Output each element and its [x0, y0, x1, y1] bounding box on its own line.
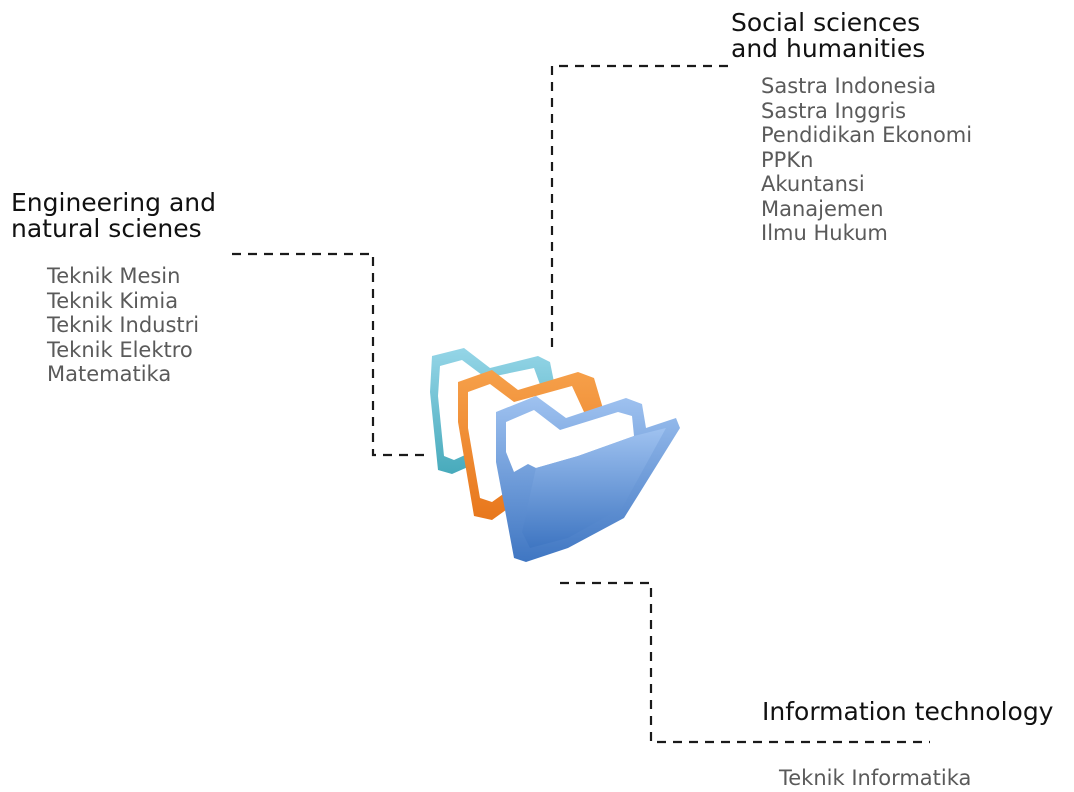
- engineering-heading: Engineering and natural scienes: [11, 190, 216, 242]
- engineering-heading-line-1: Engineering and: [11, 188, 216, 217]
- stacked-folders-icon: [430, 348, 680, 562]
- social-heading-line-2: and humanities: [731, 34, 926, 63]
- it-heading-line-1: Information technology: [762, 697, 1054, 726]
- list-item: Sastra Indonesia: [761, 74, 937, 98]
- list-item: Teknik Informatika: [779, 766, 972, 790]
- it-heading: Information technology: [762, 699, 1053, 725]
- engineering-heading-line-2: natural scienes: [11, 214, 202, 243]
- folder-front-icon: [496, 396, 680, 562]
- list-item: Akuntansi: [761, 172, 865, 196]
- list-item: Teknik Industri: [47, 313, 200, 337]
- list-item: Teknik Kimia: [47, 288, 179, 313]
- social-heading-line-1: Social sciences: [731, 8, 921, 37]
- list-item: Pendidikan Ekonomi: [761, 123, 973, 147]
- engineering-list: Teknik Mesin Teknik Kimia Teknik Industr…: [47, 264, 199, 387]
- social-list: Sastra Indonesia Sastra Inggris Pendidik…: [761, 74, 972, 246]
- list-item: Sastra Inggris: [761, 98, 907, 123]
- list-item: Ilmu Hukum: [761, 221, 888, 245]
- connector-engineering: [232, 252, 430, 457]
- connector-it: [560, 581, 930, 744]
- connector-social: [550, 64, 730, 347]
- it-list: Teknik Informatika: [779, 766, 971, 791]
- social-heading: Social sciences and humanities: [731, 10, 925, 62]
- list-item: Teknik Elektro: [47, 337, 193, 362]
- list-item: PPKn: [761, 147, 814, 172]
- list-item: Matematika: [47, 362, 172, 386]
- list-item: Manajemen: [761, 196, 884, 221]
- list-item: Teknik Mesin: [47, 264, 181, 288]
